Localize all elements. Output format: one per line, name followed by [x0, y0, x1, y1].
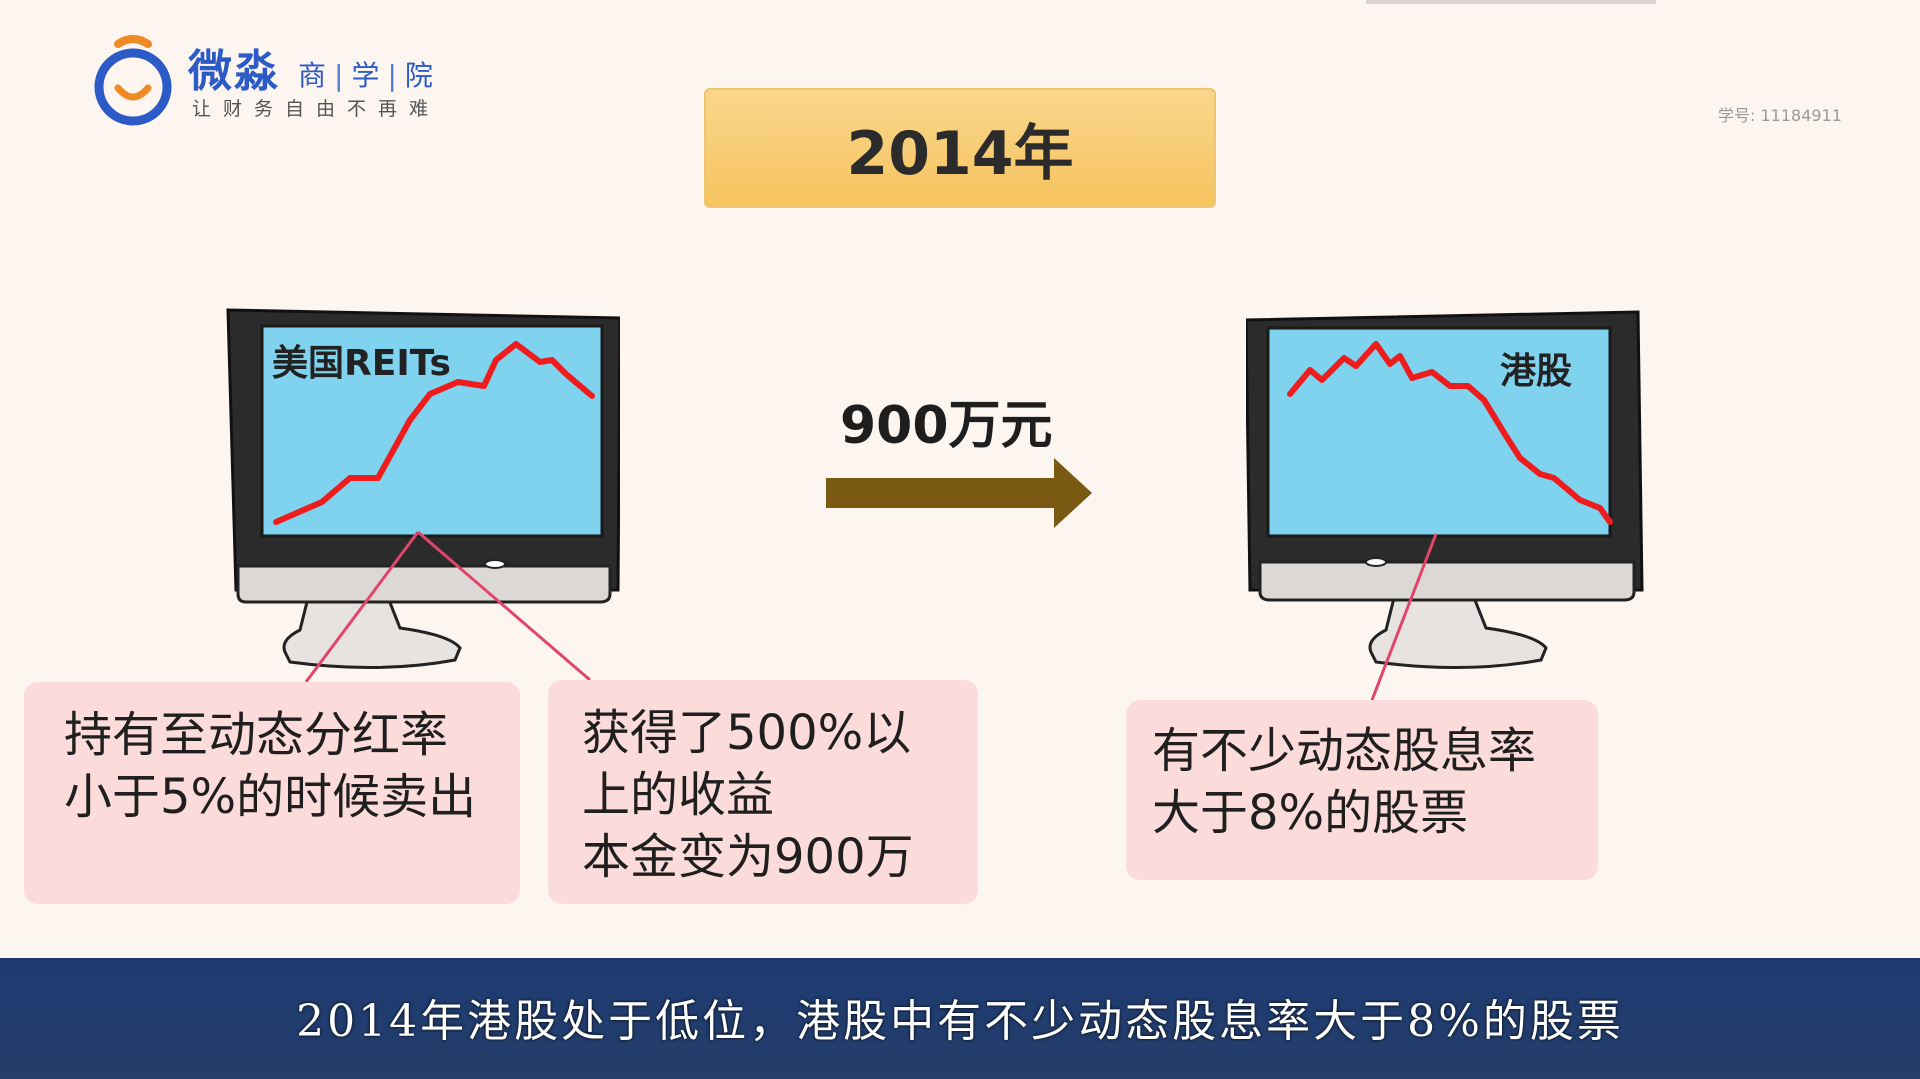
student-id: 学号: 11184911: [1718, 106, 1842, 125]
subtitle-text: 2014年港股处于低位，港股中有不少动态股息率大于8%的股票: [296, 995, 1624, 1047]
logo-icon: [94, 35, 172, 126]
info-line: 有不少动态股息率: [1152, 723, 1537, 779]
info-box-hk-stocks: 有不少动态股息率 大于8%的股票: [1126, 700, 1598, 880]
logo-sub-item: 院: [404, 59, 433, 92]
left-screen-label: 美国REITs: [272, 343, 451, 384]
info-box-sell-condition: 持有至动态分红率 小于5%的时候卖出: [24, 682, 520, 904]
info-line: 本金变为900万: [582, 829, 914, 885]
logo-separator: |: [334, 59, 344, 92]
right-arrow-icon: [826, 458, 1092, 528]
logo-subtitle: 商 | 学 | 院: [298, 62, 433, 90]
info-line: 上的收益: [582, 767, 775, 823]
top-decorative-bar: [1366, 0, 1656, 4]
logo-slogan: 让财务自由不再难: [192, 98, 441, 120]
right-monitor: [1246, 310, 1644, 670]
info-line: 小于5%的时候卖出: [64, 769, 477, 825]
logo-name: 微淼: [188, 46, 280, 97]
info-line: 获得了500%以: [582, 705, 912, 761]
logo-sub-item: 学: [351, 59, 380, 92]
transfer-amount-label: 900万元: [840, 396, 1053, 456]
year-banner: 2014年: [704, 88, 1216, 208]
right-screen-label: 港股: [1500, 351, 1573, 392]
logo-separator: |: [387, 59, 397, 92]
subtitle-bar: 2014年港股处于低位，港股中有不少动态股息率大于8%的股票: [0, 958, 1920, 1079]
info-box-return: 获得了500%以 上的收益 本金变为900万: [548, 680, 978, 904]
info-line: 大于8%的股票: [1152, 785, 1469, 841]
logo-sub-item: 商: [298, 59, 327, 92]
info-line: 持有至动态分红率: [64, 707, 449, 763]
